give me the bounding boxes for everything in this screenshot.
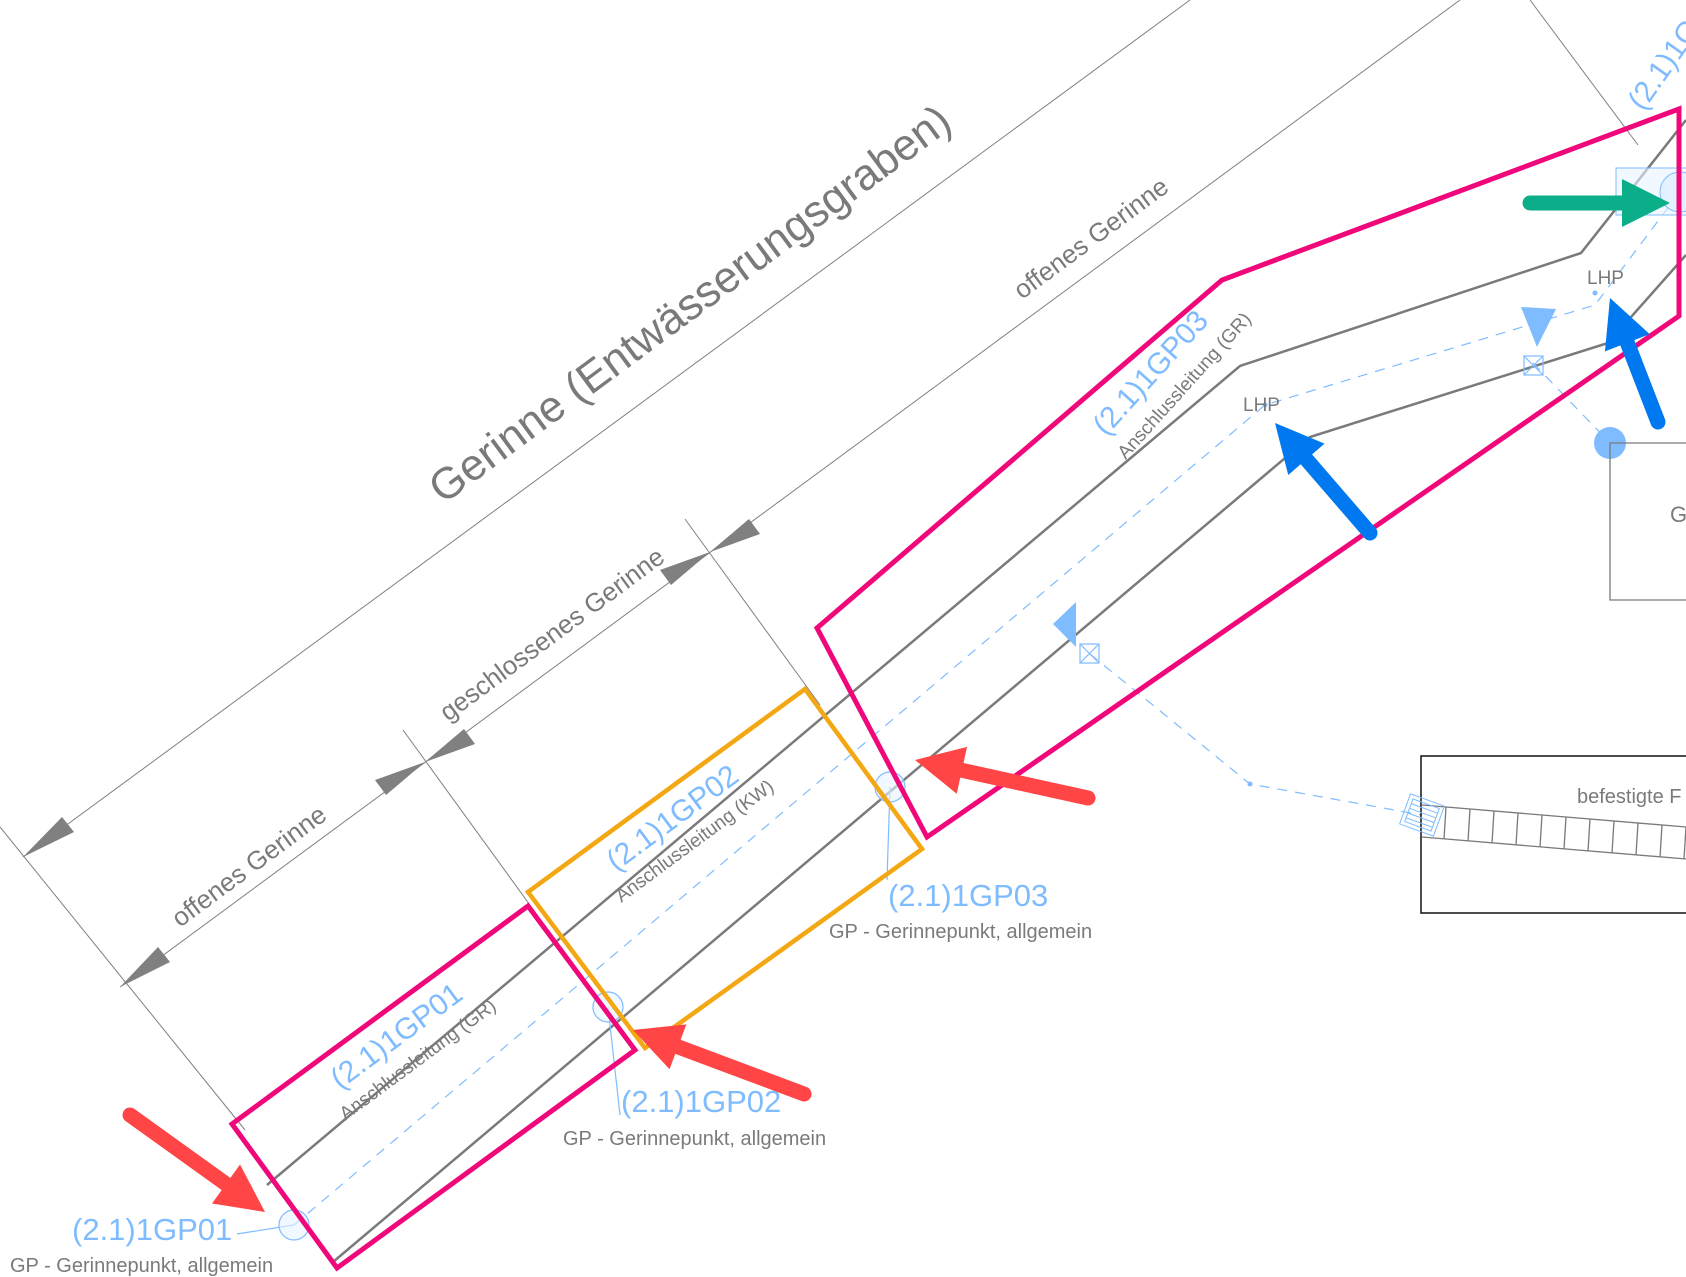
gutter-rung (1635, 822, 1639, 855)
segment-dimension-line (119, 0, 1461, 988)
grate-symbol (1398, 793, 1446, 837)
gutter-rung (1539, 814, 1543, 847)
channel-centerline (293, 204, 1671, 1226)
dim-arrowhead (425, 729, 475, 762)
dim-arrowhead (375, 762, 425, 795)
connection-to-node (1532, 362, 1611, 444)
dim-arrowhead (23, 817, 74, 857)
highlight-gp02-section[interactable] (524, 685, 926, 1052)
gutter-rung (1659, 824, 1663, 857)
paved-area-label: befestigte F (1577, 786, 1682, 808)
segment-label-open-1: offenes Gerinne (166, 799, 332, 933)
red-arrow-gp02-icon (633, 1024, 812, 1102)
point-label-gp01: (2.1)1GP01 (72, 1212, 232, 1247)
red-arrow-gp03-icon (915, 746, 1096, 806)
paved-area-box (1420, 755, 1686, 914)
extension-line (402, 729, 536, 913)
structure-box-label: G (1670, 502, 1686, 527)
point-desc-gp02: GP - Gerinnepunkt, allgemein (563, 1128, 826, 1150)
leader-lines (236, 786, 891, 1235)
dim-arrowhead (660, 552, 710, 585)
path-vertex (1247, 781, 1253, 787)
dim-arrowhead (710, 519, 760, 552)
gutter-rung (1467, 808, 1471, 841)
inlet-symbol (1079, 643, 1100, 664)
paved-gutter-strip (1421, 804, 1686, 860)
extension-line (1529, 0, 1639, 146)
gutter-rung (1563, 816, 1567, 849)
lhp-node (1592, 290, 1598, 296)
point-desc-gp01: GP - Gerinnepunkt, allgemein (10, 1255, 273, 1277)
lhp-label-1: LHP (1243, 395, 1280, 416)
gp-point-markers (278, 771, 906, 1241)
drain-connection (1089, 653, 1423, 816)
annotation-arrows (122, 179, 1670, 1212)
overall-dimension-line (22, 0, 1191, 858)
dim-arrowhead (120, 947, 170, 987)
segment-label-open-2: offenes Gerinne (1008, 171, 1174, 305)
point-label-gp03: (2.1)1GP03 (888, 878, 1048, 913)
blue-arrow-lhp1-icon (1275, 423, 1378, 541)
highlight-gp01-section[interactable] (228, 902, 639, 1272)
highlight-gp03-section[interactable] (813, 105, 1682, 841)
channel-lower-edge (332, 254, 1686, 1263)
lhp-label-2: LHP (1587, 268, 1624, 289)
flow-direction-icon (1521, 307, 1556, 347)
flow-direction-icon (1053, 602, 1076, 647)
gutter-rung (1611, 820, 1615, 853)
blue-arrow-lhp2-icon (1604, 298, 1666, 430)
gutter-rung (1443, 806, 1447, 839)
segment-label-closed: geschlossenes Gerinne (434, 541, 670, 727)
inlet-symbol (1523, 355, 1544, 376)
lhp-node (1262, 402, 1268, 408)
red-arrow-gp01-icon (122, 1107, 265, 1212)
main-dimension-label: Gerinne (Entwässerungsgraben) (420, 95, 960, 513)
green-arrow-outlet-icon (1522, 179, 1670, 227)
extension-line (684, 518, 821, 706)
structure-box-outline (1609, 442, 1686, 601)
extension-line (0, 826, 246, 1131)
point-label-gp02: (2.1)1GP02 (621, 1084, 781, 1119)
dimension-arrowheads (23, 519, 760, 987)
point-desc-gp03: GP - Gerinnepunkt, allgemein (829, 921, 1092, 943)
gutter-rung (1587, 818, 1591, 851)
top-right-point-label: (2.1)1G (1622, 14, 1686, 116)
leader-gp02 (607, 1006, 621, 1116)
dimension-lines (0, 0, 1639, 1131)
gutter-rung (1515, 812, 1519, 845)
gutter-rung (1491, 810, 1495, 843)
